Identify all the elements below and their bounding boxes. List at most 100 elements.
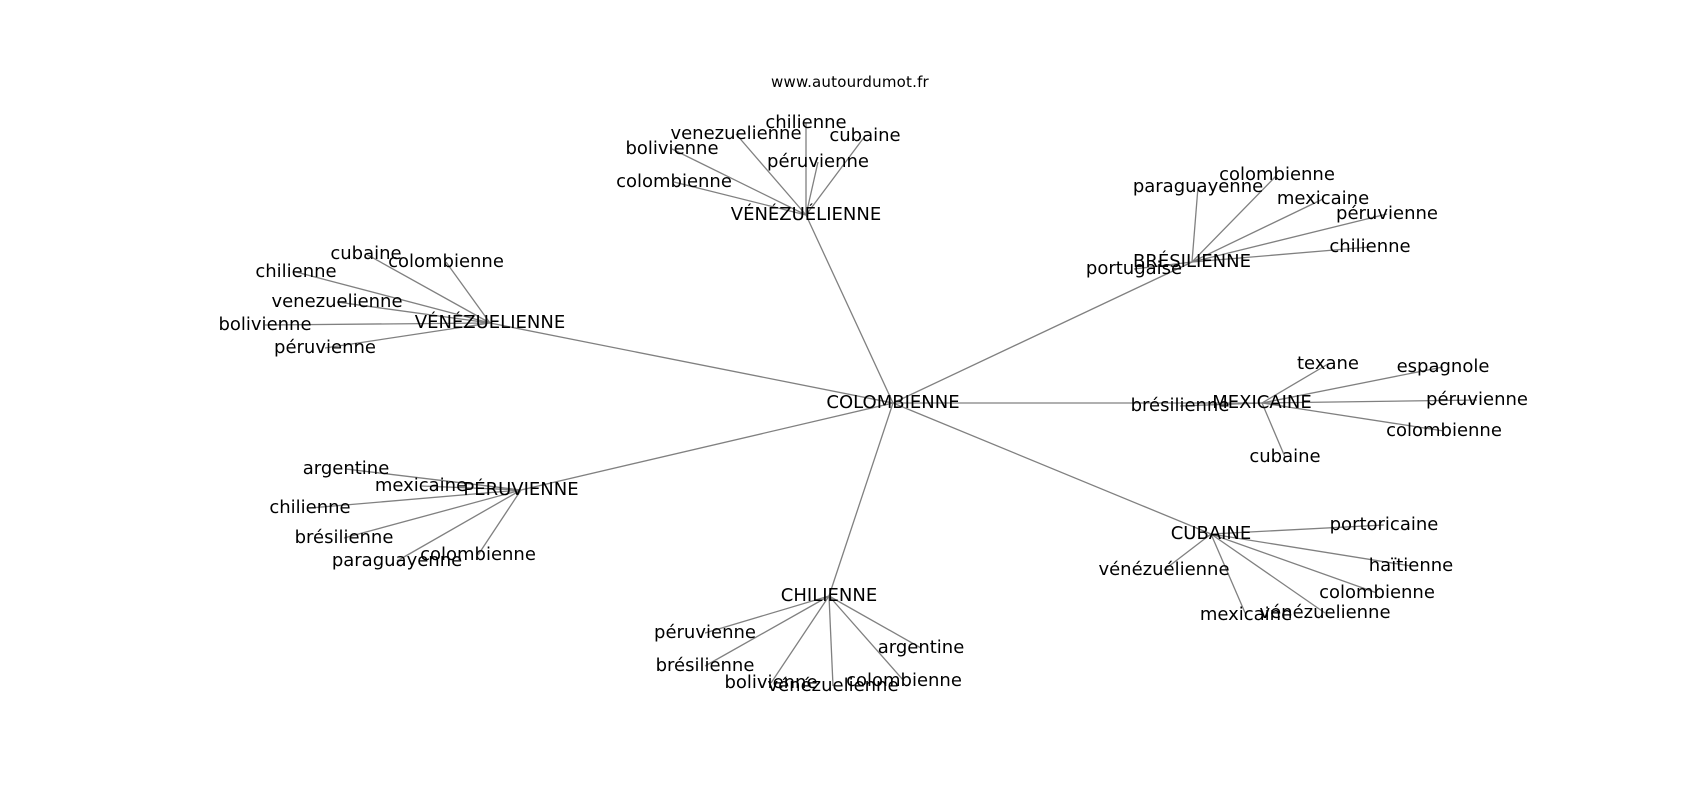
- edge-peruvienne-leaf: [345, 468, 522, 491]
- edge-bresilienne-leaf: [1191, 186, 1199, 263]
- leaf-node-label: colombienne: [1319, 582, 1435, 603]
- leaf-node-label: venezuelienne: [271, 291, 402, 312]
- edge-cubaine-leaf: [1210, 524, 1385, 535]
- edge-venezuelienne-top-leaf: [671, 148, 807, 216]
- leaf-node-label: péruvienne: [1426, 389, 1528, 410]
- edge-cubaine-leaf: [1210, 533, 1326, 614]
- leaf-node-label: argentine: [303, 458, 390, 479]
- leaf-node-label: péruvienne: [274, 337, 376, 358]
- leaf-node-label: chilienne: [255, 261, 336, 282]
- graph-labels: chiliennevenezuelienneboliviennecubainep…: [218, 112, 1528, 696]
- edge-cubaine-leaf: [1210, 533, 1412, 567]
- leaf-node-label: mexicaine: [375, 475, 467, 496]
- leaf-node-label: portoricaine: [1330, 514, 1439, 535]
- leaf-node-label: bolivienne: [218, 314, 311, 335]
- edge-venezuelienne-left-leaf: [336, 301, 491, 324]
- edge-center-chilienne: [828, 402, 894, 597]
- leaf-node-label: péruvienne: [654, 622, 756, 643]
- edge-mexicaine-leaf: [1179, 402, 1263, 407]
- edge-chilienne-leaf: [828, 595, 905, 682]
- edge-chilienne-leaf: [704, 595, 830, 634]
- edge-venezuelienne-left-leaf: [324, 322, 491, 349]
- edge-peruvienne-leaf: [477, 489, 522, 556]
- hub-node-label: VÉNÉZUELIENNE: [415, 311, 565, 333]
- leaf-node-label: colombienne: [846, 670, 962, 691]
- edge-venezuelienne-left-leaf: [365, 253, 491, 324]
- edge-chilienne-leaf: [770, 595, 830, 684]
- hub-node-label: BRÉSILIENNE: [1133, 250, 1251, 272]
- graph-edges: [264, 123, 1478, 687]
- edge-venezuelienne-top-leaf: [735, 133, 807, 216]
- leaf-node-label: texane: [1297, 353, 1359, 374]
- leaf-node-label: colombienne: [1386, 420, 1502, 441]
- hub-node-label: PÉRUVIENNE: [463, 478, 578, 500]
- leaf-node-label: mexicaine: [1277, 188, 1369, 209]
- hub-node-label: CHILIENNE: [781, 585, 877, 606]
- leaf-node-label: paraguayenne: [332, 550, 462, 571]
- edge-mexicaine-leaf: [1261, 366, 1444, 404]
- leaf-node-label: colombienne: [388, 251, 504, 272]
- leaf-node-label: cubaine: [829, 125, 900, 146]
- edge-bresilienne-leaf: [1191, 174, 1278, 263]
- edge-venezuelienne-top-leaf: [805, 161, 819, 216]
- leaf-node-label: cubaine: [1249, 446, 1320, 467]
- leaf-node-label: vénézuelienne: [1259, 602, 1390, 623]
- leaf-node-label: péruvienne: [767, 151, 869, 172]
- edge-cubaine-leaf: [1210, 533, 1378, 594]
- leaf-node-label: bolivienne: [724, 672, 817, 693]
- leaf-node-label: chilienne: [1329, 236, 1410, 257]
- edge-venezuelienne-left-leaf: [264, 322, 491, 326]
- edge-center-venezuelienne-top: [805, 214, 894, 404]
- leaf-node-label: chilienne: [765, 112, 846, 133]
- edge-mexicaine-leaf: [1261, 402, 1445, 432]
- edge-venezuelienne-left-leaf: [445, 261, 491, 324]
- leaf-node-label: venezuelienne: [670, 123, 801, 144]
- edge-bresilienne-leaf: [1191, 246, 1371, 263]
- edge-peruvienne-leaf: [396, 489, 522, 562]
- leaf-node-label: argentine: [878, 637, 965, 658]
- edge-cubaine-leaf: [1163, 533, 1212, 571]
- edge-chilienne-leaf: [828, 595, 834, 687]
- edge-mexicaine-leaf: [1261, 399, 1478, 404]
- leaf-node-label: vénézuelienne: [767, 675, 898, 696]
- edge-bresilienne-leaf: [1191, 213, 1388, 263]
- hub-node-label: VÉNÉZUÉLIENNE: [731, 203, 881, 225]
- leaf-node-label: portugaise: [1086, 258, 1182, 279]
- edge-center-venezuelienne-left: [489, 322, 894, 404]
- edge-bresilienne-leaf: [1133, 261, 1193, 270]
- leaf-node-label: mexicaine: [1200, 604, 1292, 625]
- leaf-node-label: paraguayenne: [1133, 176, 1263, 197]
- edge-center-peruvienne: [520, 402, 894, 491]
- edge-cubaine-leaf: [1210, 533, 1247, 616]
- leaf-node-label: brésilienne: [656, 655, 755, 676]
- hub-node-label: CUBAINE: [1171, 523, 1252, 544]
- center-node-label: COLOMBIENNE: [826, 392, 959, 413]
- edge-venezuelienne-top-leaf: [805, 135, 866, 216]
- edge-center-cubaine: [892, 402, 1212, 535]
- leaf-node-label: péruvienne: [1336, 203, 1438, 224]
- edge-venezuelienne-top-leaf: [673, 181, 807, 216]
- leaf-node-label: colombienne: [616, 171, 732, 192]
- leaf-node-label: brésilienne: [1131, 395, 1230, 416]
- leaf-node-label: colombienne: [420, 544, 536, 565]
- leaf-node-label: colombienne: [1219, 164, 1335, 185]
- edge-peruvienne-leaf: [309, 489, 522, 509]
- edge-chilienne-leaf: [704, 595, 830, 667]
- leaf-node-label: espagnole: [1397, 356, 1490, 377]
- leaf-node-label: vénézuélienne: [1098, 559, 1229, 580]
- edge-venezuelienne-left-leaf: [295, 271, 491, 324]
- edge-center-bresilienne: [892, 261, 1193, 404]
- edge-peruvienne-leaf: [420, 485, 522, 491]
- edge-mexicaine-leaf: [1261, 402, 1286, 458]
- edge-bresilienne-leaf: [1191, 198, 1324, 263]
- hub-node-label: MEXICAINE: [1212, 392, 1312, 413]
- leaf-node-label: brésilienne: [295, 527, 394, 548]
- edge-peruvienne-leaf: [343, 489, 522, 539]
- edge-mexicaine-leaf: [1261, 363, 1329, 404]
- leaf-node-label: haïtienne: [1369, 555, 1453, 576]
- leaf-node-label: cubaine: [330, 243, 401, 264]
- leaf-node-label: bolivienne: [625, 138, 718, 159]
- leaf-node-label: chilienne: [269, 497, 350, 518]
- source-watermark: www.autourdumot.fr: [771, 73, 929, 91]
